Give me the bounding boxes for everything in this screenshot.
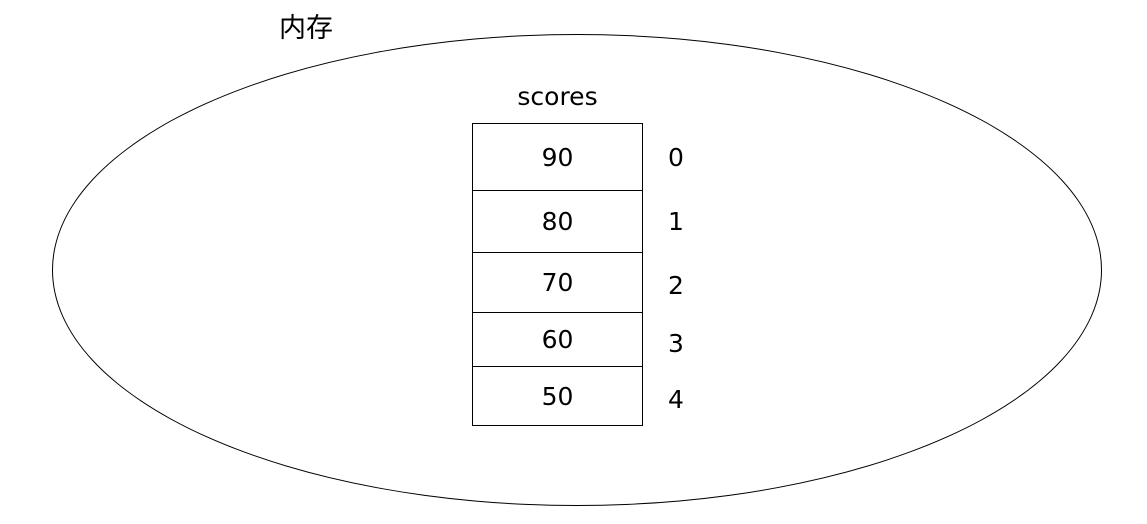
array-index-column: 0 1 2 3 4 [643,123,703,426]
array-name-label: scores [517,82,598,111]
array-cell: 60 [473,313,642,367]
memory-region-label: 内存 [279,13,333,44]
array-index-label: 3 [668,329,684,358]
array-index-label: 1 [668,207,684,236]
array-index-label: 4 [668,385,684,414]
array-cells-table: 90 80 70 60 50 [472,123,643,426]
array-cell: 70 [473,253,642,313]
array-index-label: 0 [668,143,684,172]
array-index-label: 2 [668,271,684,300]
array-cell: 90 [473,124,642,191]
array-cell: 50 [541,381,574,411]
memory-region-ellipse [52,34,1102,506]
array-cell: 80 [473,191,642,253]
